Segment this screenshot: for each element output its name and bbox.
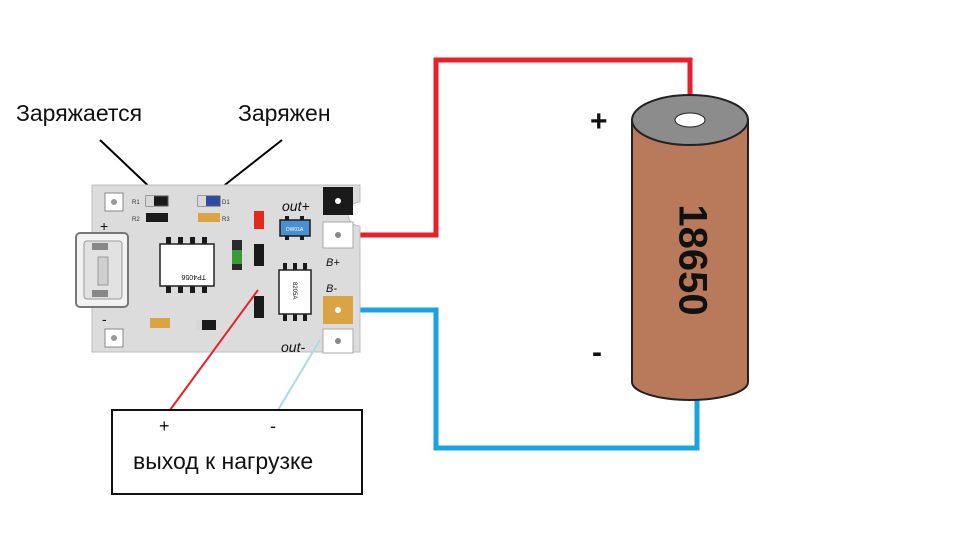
board-plus-label: + (100, 218, 108, 234)
board-body (91, 184, 361, 353)
load-positive-wire (169, 289, 259, 411)
tp4056-chip: TP4056 (159, 237, 215, 293)
svg-text:R2: R2 (132, 217, 140, 223)
svg-text:R3: R3 (222, 217, 230, 223)
chip-mosfet-label: 8205A (291, 282, 297, 299)
battery-minus-label: - (592, 336, 602, 369)
chip-protect-label: DW01A (286, 227, 304, 233)
charging-label: Заряжается (16, 100, 142, 126)
chip-main-label: TP4056 (181, 273, 206, 280)
charged-label: Заряжен (238, 100, 331, 126)
dw01a-chip: DW01A (279, 216, 311, 240)
out-plus-label: out+ (282, 198, 310, 214)
battery-18650: 18650 (631, 94, 749, 401)
battery-plus-label: + (590, 105, 608, 138)
load-minus-label: - (270, 416, 276, 436)
svg-text:R1: R1 (132, 200, 140, 206)
wires (340, 57, 700, 451)
battery-model-label: 18650 (670, 204, 714, 315)
load-negative-wire (277, 339, 321, 411)
negative-wire (340, 307, 700, 451)
b-minus-label: B- (326, 283, 337, 295)
load-box: + - выход к нагрузке (111, 409, 363, 495)
b-plus-label: B+ (326, 257, 340, 269)
load-plus-label: + (159, 416, 170, 436)
battery-body (631, 119, 749, 401)
board-minus-label: - (102, 311, 107, 327)
load-output-label: выход к нагрузке (133, 448, 313, 474)
battery-terminal (674, 112, 706, 128)
positive-wire (340, 57, 693, 238)
usb-connector (75, 232, 129, 308)
out-minus-label: out- (281, 339, 305, 355)
tp4056-board: R1 R2 D1 R3 TP4056 DW01A (75, 184, 361, 355)
svg-text:D1: D1 (222, 200, 230, 206)
mosfet-chip: 8205A (278, 263, 312, 321)
